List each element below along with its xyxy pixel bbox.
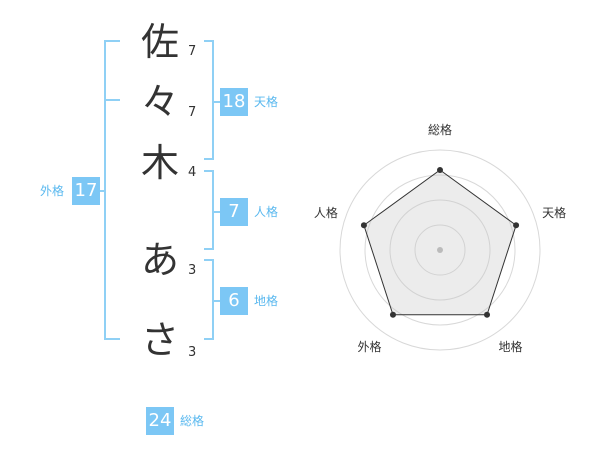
radar-grid-ring — [414, 224, 466, 276]
stroke-count-4: 3 — [188, 263, 197, 278]
tenkaku-label: 天格 — [254, 95, 279, 109]
soukaku-label: 総格 — [180, 414, 205, 428]
jinkaku-value: 7 — [220, 198, 248, 226]
radar-axis-label-4: 外格 — [357, 339, 381, 354]
gaikaku-label: 外格 — [40, 184, 65, 198]
radar-axis-label-5: 人格 — [314, 205, 338, 220]
stroke-count-5: 3 — [188, 345, 197, 360]
gaikaku-value: 17 — [72, 177, 100, 205]
radar-series-polygon — [363, 169, 517, 316]
chikaku-label: 地格 — [254, 294, 279, 308]
name-char-3: 木 — [140, 141, 179, 185]
name-char-1: 佐 — [140, 20, 179, 64]
radar-point-5 — [360, 222, 367, 229]
name-char-4: あ — [140, 238, 179, 282]
stroke-count-2: 7 — [188, 105, 197, 120]
radar-point-3 — [484, 311, 491, 318]
jinkaku-label: 人格 — [254, 205, 279, 219]
radar-grid-ring — [389, 199, 491, 301]
radar-point-4 — [389, 311, 396, 318]
radar-axis-label-3: 地格 — [499, 339, 523, 354]
tenkaku-value: 18 — [220, 88, 248, 116]
soukaku-value: 24 — [146, 407, 174, 435]
radar-center-dot — [437, 247, 443, 253]
radar-point-1 — [437, 167, 443, 173]
chikaku-value: 6 — [220, 287, 248, 315]
stroke-count-3: 4 — [188, 165, 197, 180]
radar-axis-label-2: 天格 — [542, 205, 566, 220]
radar-grid-ring — [364, 174, 516, 326]
name-char-5: さ — [140, 318, 179, 362]
stroke-count-1: 7 — [188, 44, 197, 59]
radar-point-2 — [513, 222, 520, 229]
name-char-2: 々 — [140, 80, 179, 124]
radar-axis-label-1: 総格 — [428, 122, 452, 137]
